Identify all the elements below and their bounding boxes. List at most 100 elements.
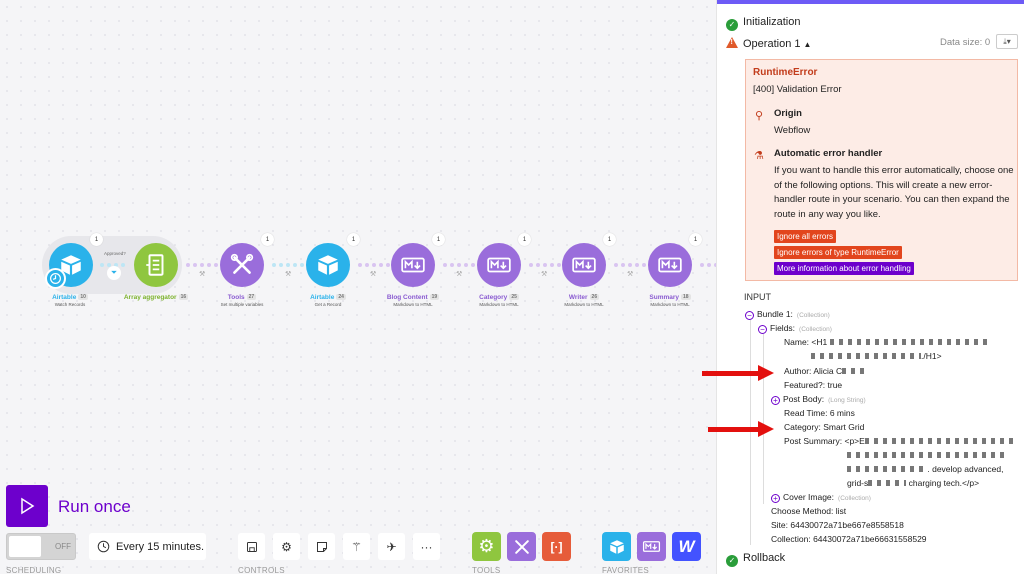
tree-fields[interactable]: −Fields:(Collection) bbox=[758, 323, 832, 334]
tools-icon bbox=[230, 253, 254, 274]
rollback-row[interactable]: ✓Rollback bbox=[726, 552, 785, 567]
expand-toggle-icon[interactable]: + bbox=[771, 396, 780, 405]
markdown-icon bbox=[642, 541, 661, 552]
collapse-toggle-icon[interactable]: − bbox=[758, 325, 767, 334]
tree-bundle-1[interactable]: −Bundle 1:(Collection) bbox=[745, 309, 830, 320]
tree-guide-line bbox=[750, 320, 751, 545]
save-icon bbox=[246, 541, 257, 552]
module-tools[interactable]: 1 bbox=[220, 233, 274, 287]
origin-heading: Origin bbox=[774, 108, 802, 119]
module-sublabel: Markdown to HTML bbox=[393, 302, 433, 307]
more-icon: ··· bbox=[420, 539, 433, 554]
check-icon: ✓ bbox=[726, 555, 738, 567]
tree-field-category: Category: Smart Grid bbox=[784, 422, 865, 432]
section-label-scheduling: SCHEDULING bbox=[6, 566, 62, 574]
module-badge: 1 bbox=[347, 233, 360, 246]
tree-site: Site: 64430072a71be667e8558518 bbox=[771, 520, 904, 530]
initialization-row[interactable]: ✓Initialization bbox=[726, 16, 800, 31]
connector bbox=[700, 262, 716, 268]
error-message: [400] Validation Error bbox=[753, 84, 842, 95]
airtable-icon bbox=[318, 255, 338, 275]
expand-toggle-icon[interactable]: + bbox=[771, 494, 780, 503]
module-badge: 1 bbox=[90, 233, 103, 246]
connector bbox=[272, 262, 304, 268]
scheduling-toggle[interactable]: OFF bbox=[6, 533, 76, 560]
route-settings-icon[interactable]: ⚒ bbox=[541, 271, 548, 278]
tree-field-post-body[interactable]: +Post Body:(Long String) bbox=[771, 394, 866, 405]
run-once-button[interactable] bbox=[6, 485, 48, 527]
module-array-aggregator[interactable] bbox=[134, 243, 178, 287]
notes-button[interactable] bbox=[308, 533, 335, 560]
favorite-markdown[interactable] bbox=[637, 532, 666, 561]
tree-field-summary-line3: . develop advanced, bbox=[847, 464, 1003, 474]
run-once-label[interactable]: Run once bbox=[58, 497, 131, 516]
operation-row[interactable]: Operation 1▲ bbox=[726, 37, 811, 50]
filter-label: Approved? bbox=[104, 251, 126, 256]
connector bbox=[186, 262, 218, 268]
favorite-airtable[interactable] bbox=[602, 532, 631, 561]
module-badge: 1 bbox=[689, 233, 702, 246]
route-settings-icon[interactable]: ⚒ bbox=[199, 271, 206, 278]
module-markdown-category[interactable]: 1 bbox=[477, 233, 531, 287]
execution-details-panel[interactable]: ✓Initialization Operation 1▲ Data size: … bbox=[716, 0, 1024, 574]
route-settings-icon[interactable]: ⚒ bbox=[627, 271, 634, 278]
route-settings-icon[interactable]: ⚒ bbox=[285, 271, 292, 278]
module-badge: 1 bbox=[261, 233, 274, 246]
auto-align-button[interactable]: ⚚ bbox=[343, 533, 370, 560]
ignore-all-errors-button[interactable]: Ignore all errors bbox=[774, 230, 837, 243]
module-badge: 1 bbox=[518, 233, 531, 246]
play-icon bbox=[21, 497, 35, 515]
module-airtable-get[interactable]: 1 bbox=[306, 233, 360, 287]
tree-field-name: Name: <H1 bbox=[784, 337, 990, 347]
connector bbox=[614, 262, 646, 268]
module-markdown-writer[interactable]: 1 bbox=[562, 233, 616, 287]
note-icon bbox=[316, 541, 327, 552]
schedule-clock-icon[interactable] bbox=[45, 268, 66, 289]
tool-text-parser[interactable]: [·] bbox=[542, 532, 571, 561]
annotation-arrow-author bbox=[702, 365, 774, 381]
ignore-runtime-errors-button[interactable]: Ignore errors of type RuntimeError bbox=[774, 246, 902, 259]
markdown-icon bbox=[658, 257, 682, 273]
save-button[interactable] bbox=[238, 533, 265, 560]
scenario-settings-button[interactable]: ⚙ bbox=[273, 533, 300, 560]
filter-icon[interactable]: ⏷ bbox=[107, 266, 121, 280]
tree-field-name-cont: ./H1> bbox=[811, 351, 942, 361]
download-icon: ⤓▾ bbox=[1003, 36, 1011, 46]
toggle-knob bbox=[9, 536, 41, 557]
tools-icon bbox=[514, 539, 529, 554]
tree-field-cover-image[interactable]: +Cover Image:(Collection) bbox=[771, 492, 871, 503]
fire-extinguisher-icon: ⚗ bbox=[754, 150, 764, 162]
module-markdown-summary[interactable]: 1 bbox=[648, 233, 702, 287]
module-sublabel: Set multiple variables bbox=[220, 302, 264, 307]
toggle-state: OFF bbox=[55, 542, 71, 551]
collapse-caret-icon[interactable]: ▲ bbox=[803, 40, 812, 49]
error-handling-info-button[interactable]: More information about error handling bbox=[774, 262, 914, 275]
schedule-interval-button[interactable]: Every 15 minutes. bbox=[89, 533, 206, 560]
annotation-arrow-category bbox=[708, 421, 774, 437]
tool-tools[interactable] bbox=[507, 532, 536, 561]
module-sublabel: Markdown to HTML bbox=[650, 302, 690, 307]
module-badge: 1 bbox=[432, 233, 445, 246]
input-section-label: INPUT bbox=[744, 292, 771, 302]
panel-top-bar bbox=[717, 0, 1024, 4]
more-button[interactable]: ··· bbox=[413, 533, 440, 560]
collapse-toggle-icon[interactable]: − bbox=[745, 311, 754, 320]
route-settings-icon[interactable]: ⚒ bbox=[456, 271, 463, 278]
markdown-icon bbox=[401, 257, 425, 273]
download-button[interactable]: ⤓▾ bbox=[996, 34, 1018, 49]
map-pin-icon: ⚲ bbox=[755, 110, 764, 122]
route-settings-icon[interactable]: ⚒ bbox=[370, 271, 377, 278]
connector bbox=[529, 262, 561, 268]
module-markdown-blog-content[interactable]: 1 bbox=[391, 233, 445, 287]
tool-flow-control[interactable]: ⚙ bbox=[472, 532, 501, 561]
module-sublabel: Markdown to HTML bbox=[479, 302, 519, 307]
favorite-webflow[interactable]: W bbox=[672, 532, 701, 561]
tree-field-summary-line4: grid-s charging tech.</p> bbox=[847, 478, 980, 488]
explain-flow-button[interactable]: ✈ bbox=[378, 533, 405, 560]
markdown-icon bbox=[487, 257, 511, 273]
